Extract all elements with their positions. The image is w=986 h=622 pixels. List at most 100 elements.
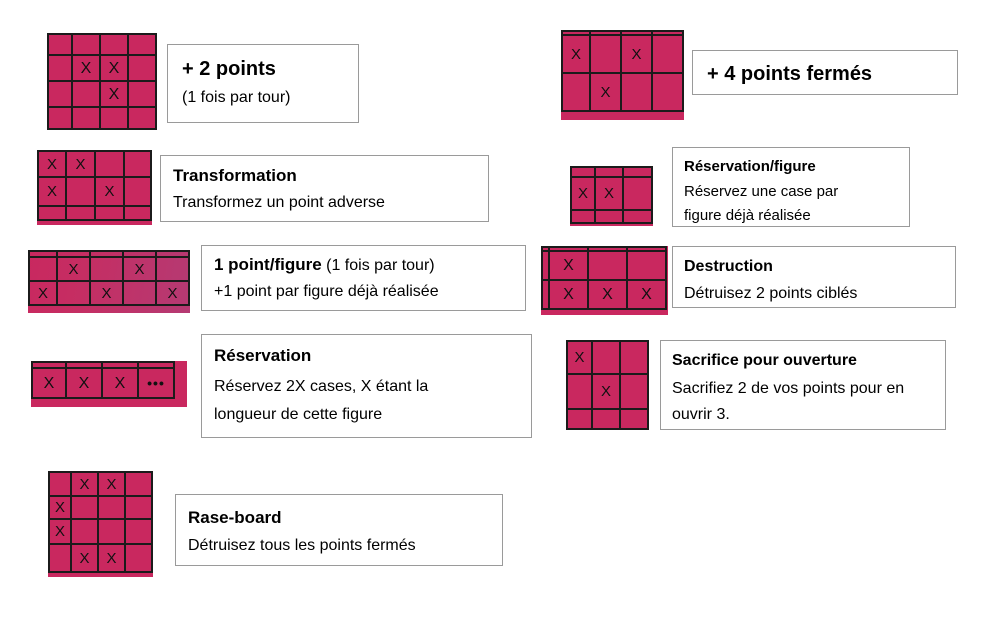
card-textbox-reservation: Réservation Réservez 2X cases, X étant l… [201,334,532,438]
grid-cell [126,471,153,497]
grid-cell-mark: X [124,258,157,282]
grid-cell-mark: X [48,520,72,545]
grid-cell-mark: X [91,282,124,306]
grid-cell-mark: X [72,471,99,497]
card-textbox-plus-4-points-fermes: + 4 points fermés [692,50,958,95]
grid-cell [37,207,67,221]
grid-cell [125,207,152,221]
grid-cell [47,56,73,82]
grid-cell [67,178,96,207]
grid-cell [28,258,58,282]
grid-cell-mark: X [37,150,67,178]
grid-cell [124,282,157,306]
grid-cell-mark: X [596,178,624,211]
card-subtitle: Réservez une case par figure déjà réalis… [684,183,839,224]
grid-cell-mark: X [103,369,139,399]
grid-cell [28,250,58,258]
grid-cell [624,166,653,178]
grid-cell-mark: X [73,56,101,82]
grid-cell [593,410,621,430]
grid-cell [91,258,124,282]
card-textbox-un-point-par-figure: 1 point/figure (1 fois par tour) +1 poin… [201,245,526,311]
grid-cell [624,178,653,211]
grid-cell-mark: X [31,369,67,399]
grid-cell [621,340,649,375]
grid-cell [91,250,124,258]
grid-cell [125,150,152,178]
grid-cell [591,30,622,36]
grid-cell [622,74,653,112]
grid-cell [101,108,129,130]
card-title: Réservation/figure [684,158,816,175]
grid-cell [103,361,139,369]
grid-cell-mark: X [157,282,190,306]
grid-cell [99,520,126,545]
card-textbox-reservation-figure: Réservation/figure Réservez une case par… [672,147,910,227]
grid-cell [126,520,153,545]
grid-cell [541,252,550,281]
grid-cell-mark: X [101,82,129,108]
grid-cell-ellipsis: ••• [139,369,175,399]
grid-cell [570,211,596,224]
grid-cell [101,33,129,56]
grid-cell [47,33,73,56]
grid-cell [622,30,653,36]
grid-cell [139,361,175,369]
grid-cell-mark: X [561,36,591,74]
grid-cell [129,108,157,130]
grid-cell [125,178,152,207]
grid-cell [541,246,550,252]
grid-cell [58,250,91,258]
grid-cell [96,207,125,221]
grid-cell [593,340,621,375]
card-title: Transformation [173,166,297,185]
grid-cell [48,471,72,497]
grid-cell-mark: X [48,497,72,520]
grid-cell [47,82,73,108]
grid-cell [31,361,67,369]
grid-cell [624,211,653,224]
grid-cell [73,82,101,108]
grid-cell-mark: X [37,178,67,207]
grid-cell [126,497,153,520]
card-title-suffix: (1 fois par tour) [326,257,435,274]
card-title-line: 1 point/figure (1 fois par tour) [214,253,514,278]
card-textbox-destruction: Destruction Détruisez 2 points ciblés [672,246,956,308]
grid-cell-mark: X [96,178,125,207]
grid-cell [628,252,667,281]
card-textbox-plus-2-points: + 2 points (1 fois par tour) [167,44,359,123]
grid-cell-mark: X [550,252,589,281]
grid-cell-mark: X [28,282,58,306]
card-title: + 4 points fermés [707,63,873,85]
grid-cell-mark: X [593,375,621,410]
grid-cell [653,74,684,112]
grid-cell-mark: X [566,340,593,375]
grid-cell [58,282,91,306]
grid-cell [589,252,628,281]
grid-cell [157,250,190,258]
grid-cell-mark: X [101,56,129,82]
card-title: 1 point/figure [214,255,322,274]
grid-cell [73,108,101,130]
grid-cell [72,520,99,545]
grid-cell-mark: X [67,369,103,399]
grid-cell-mark: X [589,281,628,310]
card-title: Rase-board [188,508,282,527]
grid-cell-mark: X [99,471,126,497]
grid-cell-mark: X [58,258,91,282]
grid-cell [653,36,684,74]
card-subtitle: Réservez 2X cases, X étant la longueur d… [214,378,429,423]
grid-cell [541,281,550,310]
grid-cell-mark: X [622,36,653,74]
grid-cell [99,497,126,520]
card-subtitle: Détruisez 2 points ciblés [684,285,858,302]
card-title: Destruction [684,258,773,275]
grid-cell [596,166,624,178]
grid-cell [67,207,96,221]
grid-cell [129,33,157,56]
grid-cell [129,56,157,82]
